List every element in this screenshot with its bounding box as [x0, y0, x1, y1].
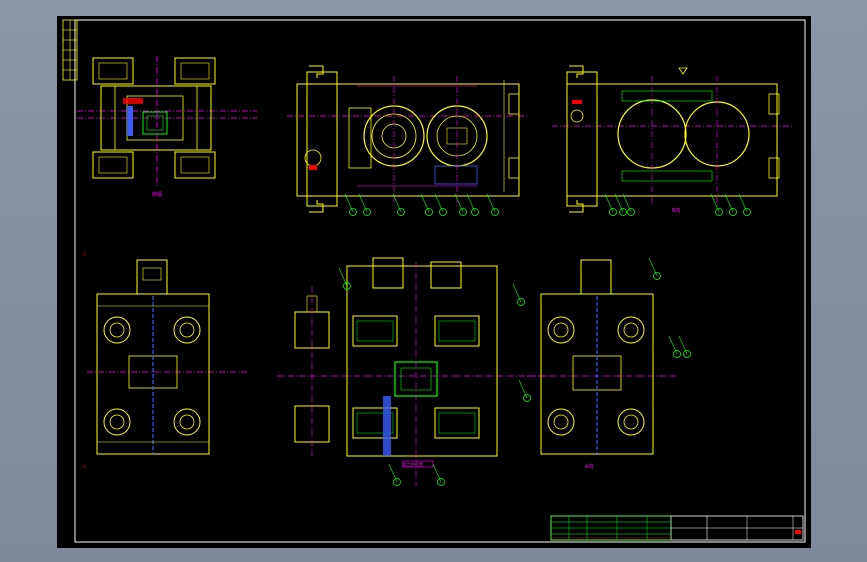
drawing-sheet: 俯视: [57, 16, 811, 548]
view-label-top-left: 俯视: [152, 191, 162, 198]
balloon: [349, 208, 357, 216]
balloon: [517, 298, 525, 306]
view-top-right[interactable]: B向: [552, 65, 792, 214]
view-label-top-right: B向: [672, 207, 680, 214]
balloon-leader: [344, 193, 354, 213]
balloon-leader: [710, 193, 720, 213]
balloon: [425, 208, 433, 216]
view-top-middle[interactable]: [287, 65, 527, 213]
balloon-leader: [724, 193, 734, 213]
balloon: [619, 208, 627, 216]
balloon-leader: [622, 193, 632, 213]
balloon: [523, 394, 531, 402]
balloon: [471, 208, 479, 216]
view-top-left[interactable]: 俯视: [77, 56, 257, 198]
balloon-leader: [434, 193, 444, 213]
balloon-leader: [358, 193, 368, 213]
balloon-leader: [388, 463, 398, 483]
balloon-leader: [668, 335, 678, 355]
left-title-strip: [62, 19, 78, 81]
view-label-bottom-right: A向: [585, 463, 593, 470]
balloon-leader: [614, 193, 624, 213]
view-bottom-middle[interactable]: 加工件位置: [277, 257, 547, 486]
balloon: [627, 208, 635, 216]
section-mark-a2: A: [83, 464, 86, 469]
balloon-leader: [512, 283, 522, 303]
balloon: [459, 208, 467, 216]
view-bottom-right[interactable]: A向: [527, 259, 677, 470]
balloon: [343, 282, 351, 290]
balloon-leader: [338, 267, 348, 287]
section-mark-a1: A: [83, 252, 86, 257]
cad-drawing-canvas[interactable]: 俯视: [57, 16, 811, 548]
balloon: [743, 208, 751, 216]
drawing-frame: [74, 19, 806, 543]
balloon-leader: [604, 193, 614, 213]
part-balloons: [338, 193, 751, 486]
view-bottom-left[interactable]: A A: [83, 252, 247, 469]
balloon: [653, 272, 661, 280]
title-block[interactable]: [550, 515, 804, 541]
balloon-leader: [420, 193, 430, 213]
balloon: [393, 478, 401, 486]
balloon: [439, 208, 447, 216]
balloon: [683, 350, 691, 358]
balloon-leader: [454, 193, 464, 213]
balloon: [609, 208, 617, 216]
balloon-leader: [678, 335, 688, 355]
balloon: [437, 478, 445, 486]
balloon-leader: [648, 257, 658, 277]
balloon-leader: [486, 193, 496, 213]
balloon: [729, 208, 737, 216]
balloon: [491, 208, 499, 216]
balloon-leader: [466, 193, 476, 213]
balloon-leader: [518, 379, 528, 399]
balloon: [673, 350, 681, 358]
balloon: [397, 208, 405, 216]
balloon: [363, 208, 371, 216]
balloon-leader: [738, 193, 748, 213]
balloon-leader: [432, 463, 442, 483]
view-note-bottom-middle: 加工件位置: [403, 461, 423, 467]
balloon: [715, 208, 723, 216]
